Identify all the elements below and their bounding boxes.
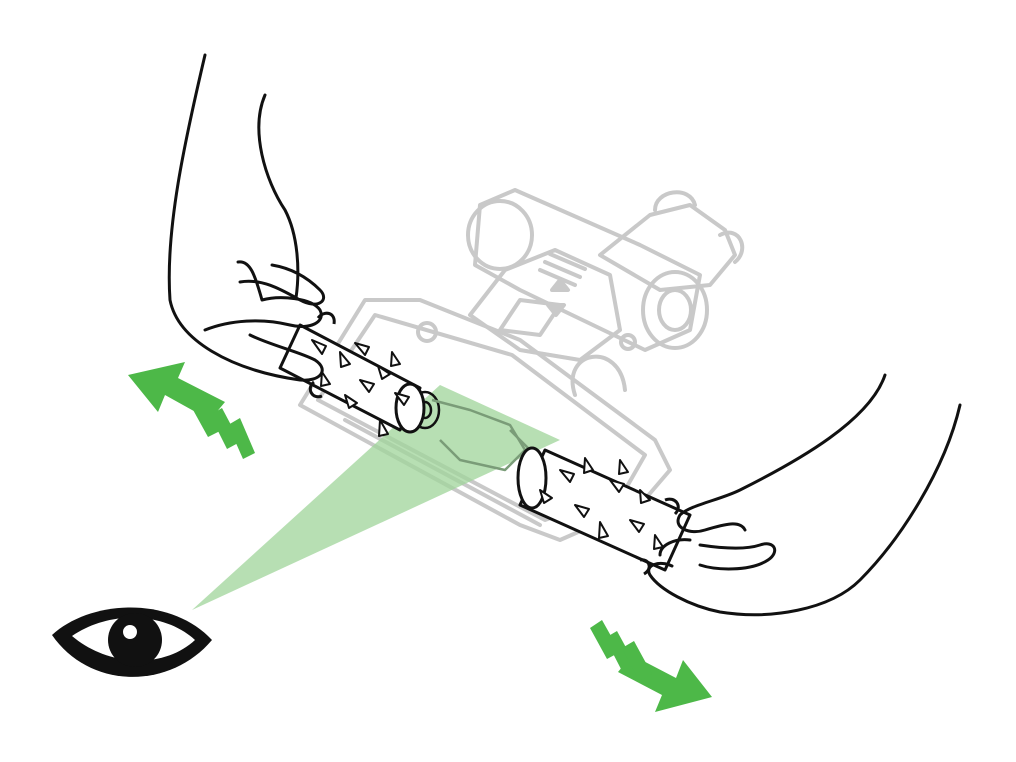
cleaner-head-housing (298, 188, 745, 542)
arrow-down-right-icon (590, 620, 712, 712)
left-brush-bar (278, 311, 426, 437)
eye-icon (52, 607, 212, 677)
arrow-up-left-icon (128, 362, 255, 459)
sight-beam (192, 385, 560, 610)
left-hand (167, 53, 326, 382)
right-brush-bar (516, 446, 692, 576)
right-hand (647, 373, 962, 617)
